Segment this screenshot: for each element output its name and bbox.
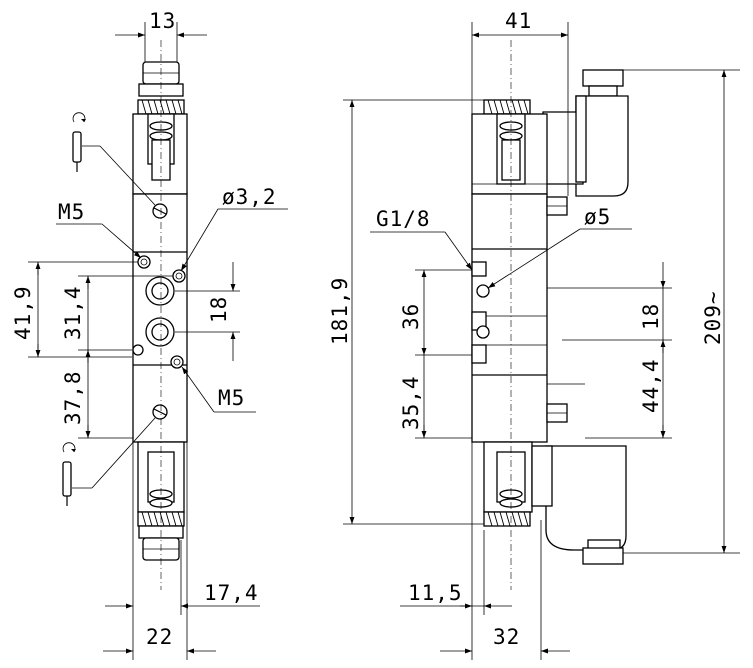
port-hole-upper — [476, 284, 490, 298]
port-m5-lower — [132, 344, 144, 356]
dim-spacing-right: 18 — [639, 303, 663, 330]
dim-width-top-left: 13 — [149, 9, 176, 33]
label-bore-diameter: ø3,2 — [222, 185, 277, 209]
dim-width-bottom-right: 32 — [493, 625, 520, 649]
dim-offset-left: 17,4 — [204, 581, 259, 605]
label-port-diameter: ø5 — [584, 205, 611, 229]
port-hole-lower — [476, 325, 490, 339]
dim-width-top-right: 41 — [505, 9, 532, 33]
label-thread-m5-bottom: M5 — [218, 386, 245, 410]
screwdriver-icon — [72, 112, 86, 172]
port-m5-upper — [137, 255, 151, 269]
coil-housing-top — [575, 95, 629, 197]
dim-height-left-total: 41,9 — [11, 285, 35, 340]
label-thread-m5-top: M5 — [58, 200, 85, 224]
coil-connector-top — [582, 69, 624, 87]
dim-height-right-lower: 44,4 — [639, 358, 663, 413]
dim-port-spacing-right-a: 36 — [399, 303, 423, 330]
right-view: 41 209~ 181,9 G1/8 ø5 36 35,4 — [328, 9, 740, 660]
dim-height-left-mid: 31,4 — [61, 285, 85, 340]
dim-offset-bottom-right: 11,5 — [408, 581, 463, 605]
coil-housing-bottom — [545, 445, 627, 551]
bore-hole-upper — [172, 269, 186, 283]
label-port-thread: G1/8 — [376, 207, 431, 231]
dim-height-left-lower: 37,8 — [61, 370, 85, 425]
dim-height-right-total: 181,9 — [328, 277, 352, 345]
port-g18-lower — [471, 344, 487, 364]
screwdriver-icon — [62, 442, 76, 506]
left-view: 13 M5 ø3,2 41,9 31,4 18 37,8 — [11, 9, 288, 660]
dim-width-bottom-left: 22 — [146, 625, 173, 649]
dim-port-spacing-right-b: 35,4 — [399, 375, 423, 430]
dim-port-spacing-left: 18 — [207, 296, 231, 323]
bore-hole-lower — [170, 355, 184, 369]
dim-height-overall: 209~ — [701, 290, 725, 345]
port-g18-upper — [471, 261, 487, 277]
